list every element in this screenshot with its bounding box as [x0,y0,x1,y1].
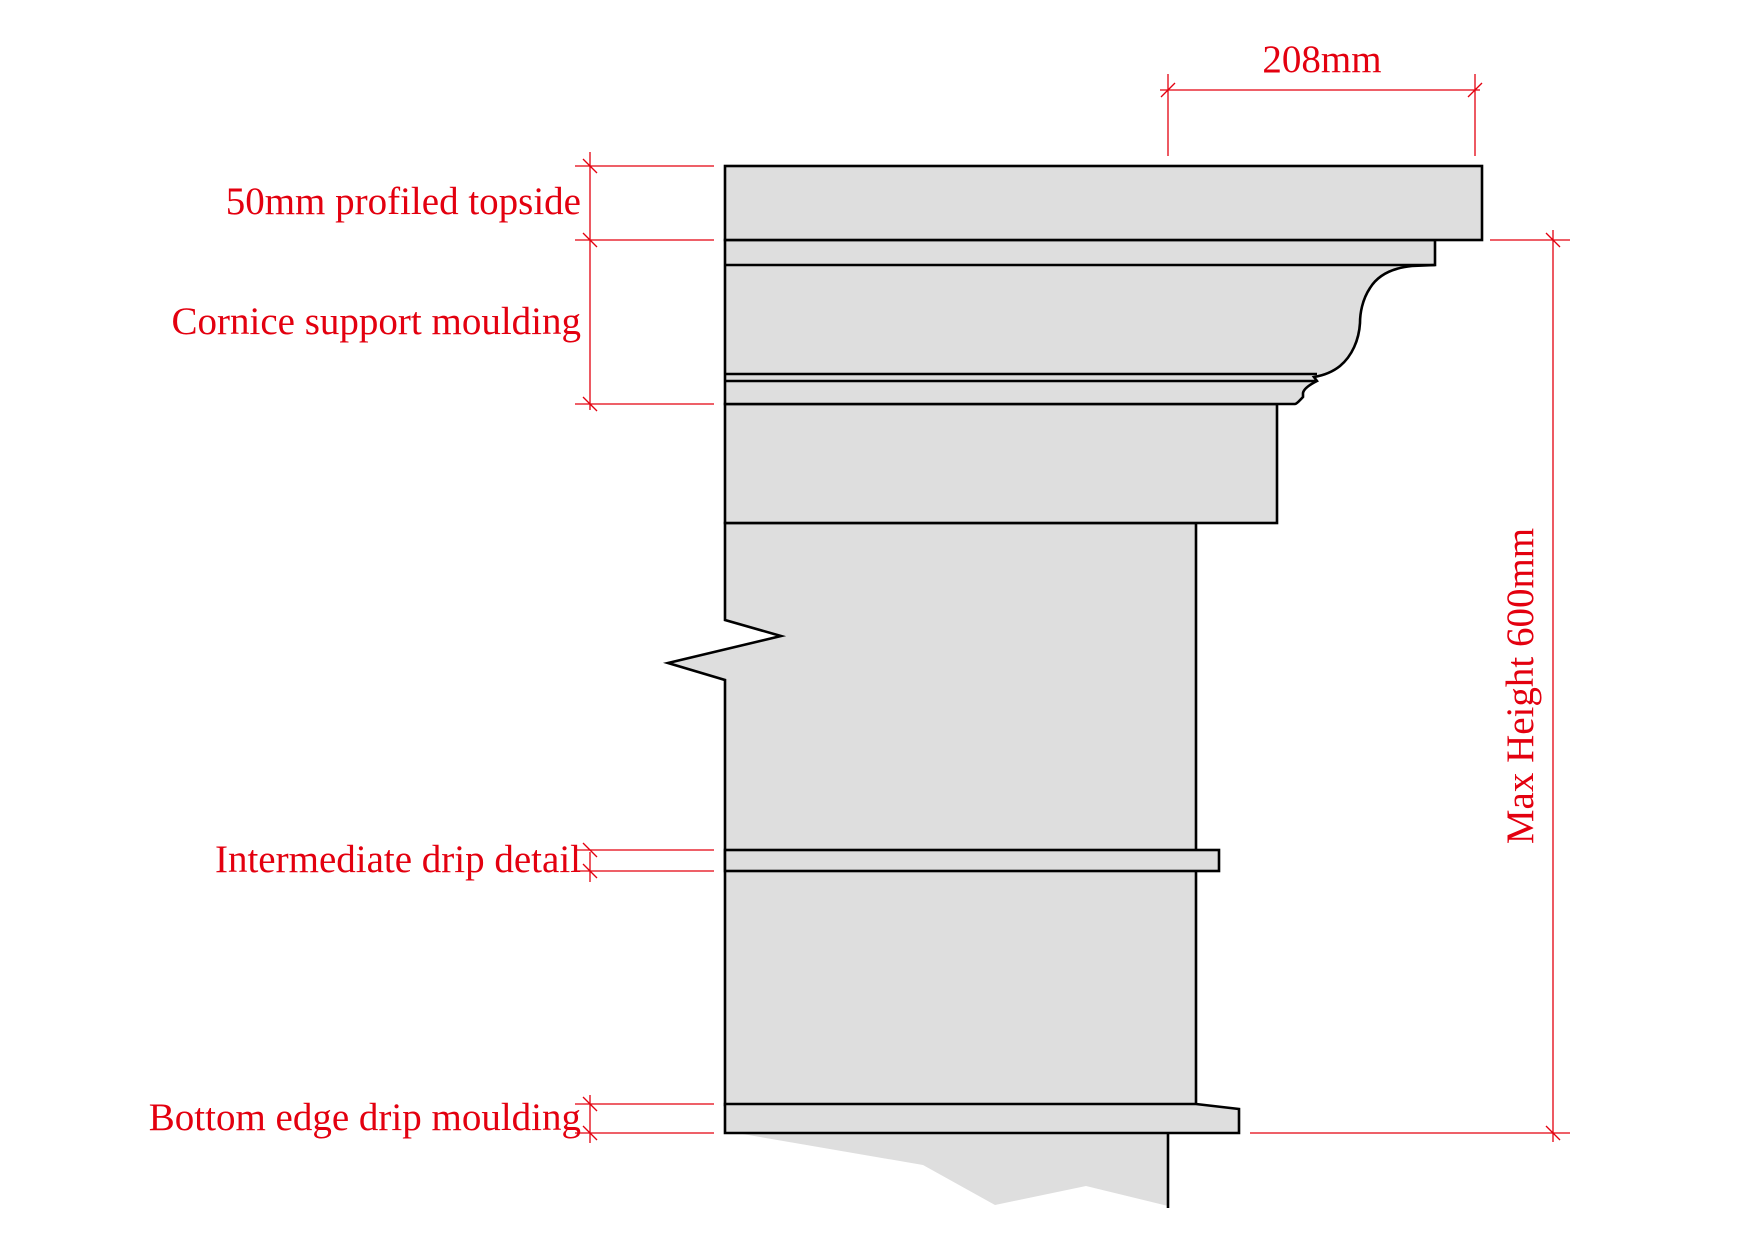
break-stem [725,1131,1168,1206]
bottom-drip-label: Bottom edge drip moulding [149,1096,581,1139]
projection-label: 208mm [1262,38,1381,81]
annotation-labels: 50mm profiled topside Cornice support mo… [149,38,1542,1139]
topside-label: 50mm profiled topside [226,180,581,223]
max-height-label: Max Height 600mm [1499,528,1542,844]
intermediate-drip [723,848,1221,873]
cornice-label: Cornice support moulding [172,300,581,343]
dimension-lines [575,74,1570,1143]
cornice-moulding [723,238,1437,406]
frieze-block [723,402,1279,525]
intermediate-drip-label: Intermediate drip detail [215,838,581,881]
cornice-profile [662,164,1484,1208]
topside-slab [723,164,1484,242]
bottom-drip [723,1102,1241,1135]
main-body [662,521,1198,1107]
